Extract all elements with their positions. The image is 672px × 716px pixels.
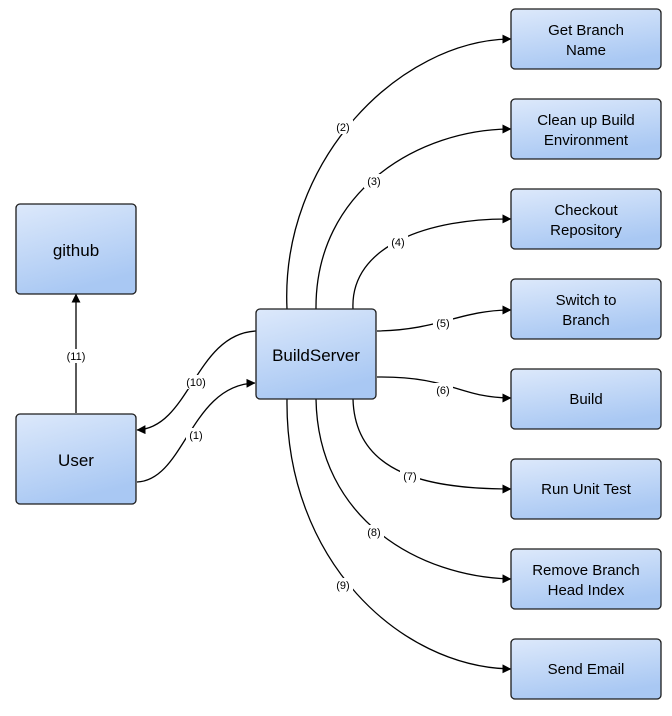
svg-text:Head Index: Head Index [548,582,625,599]
edge-label-6: (6) [433,383,453,397]
user-node[interactable]: User [15,413,137,505]
remove-branch-head-index-node[interactable]: Remove Branch Head Index [510,548,662,610]
svg-text:Switch to: Switch to [556,292,617,309]
checkout-repository-node[interactable]: Checkout Repository [510,188,662,250]
svg-text:(10): (10) [186,377,206,389]
svg-text:(4): (4) [391,237,404,249]
edge-label-3: (3) [364,174,384,188]
edge-3 [315,124,512,310]
svg-text:(3): (3) [367,176,380,188]
edge-4 [352,214,512,310]
svg-text:User: User [58,451,94,470]
edge-label-5: (5) [433,316,453,330]
run-unit-test-node[interactable]: Run Unit Test [510,458,662,520]
svg-text:Send Email: Send Email [548,661,625,678]
svg-text:BuildServer: BuildServer [272,346,360,365]
build-node[interactable]: Build [510,368,662,430]
svg-text:Clean up Build: Clean up Build [537,112,635,129]
svg-text:(1): (1) [189,430,202,442]
edge-label-9: (9) [333,578,353,592]
svg-text:github: github [53,241,99,260]
edge-label-4: (4) [388,235,408,249]
svg-text:(7): (7) [403,471,416,483]
edge-label-1: (1) [186,428,206,442]
svg-text:Get Branch: Get Branch [548,22,624,39]
edge-label-11: (11) [63,349,89,363]
edge-label-7: (7) [400,469,420,483]
buildserver-node[interactable]: BuildServer [255,308,377,400]
svg-text:(6): (6) [436,385,449,397]
get-branch-name-node[interactable]: Get Branch Name [510,8,662,70]
clean-up-build-environment-node[interactable]: Clean up Build Environment [510,98,662,160]
edge-label-2: (2) [333,120,353,134]
send-email-node[interactable]: Send Email [510,638,662,700]
svg-text:(2): (2) [336,122,349,134]
edge-7 [352,398,512,494]
edge-9 [286,398,512,674]
svg-text:Repository: Repository [550,222,622,239]
svg-text:Run Unit Test: Run Unit Test [541,481,632,498]
switch-to-branch-node[interactable]: Switch to Branch [510,278,662,340]
edge-8 [315,398,512,584]
edge-labels-layer: (1) (10) (11) (2) (3) (4) (5) (6) [63,120,453,592]
svg-text:Remove Branch: Remove Branch [532,562,640,579]
svg-text:(9): (9) [336,580,349,592]
svg-text:(8): (8) [367,527,380,539]
svg-text:(11): (11) [67,351,86,363]
svg-text:Branch: Branch [562,312,610,329]
github-node[interactable]: github [15,203,137,295]
svg-text:(5): (5) [436,318,449,330]
svg-text:Name: Name [566,42,606,59]
edge-2 [286,34,512,310]
svg-text:Environment: Environment [544,132,629,149]
svg-text:Checkout: Checkout [554,202,618,219]
edge-label-8: (8) [364,525,384,539]
svg-text:Build: Build [569,391,602,408]
edge-label-10: (10) [183,375,209,389]
